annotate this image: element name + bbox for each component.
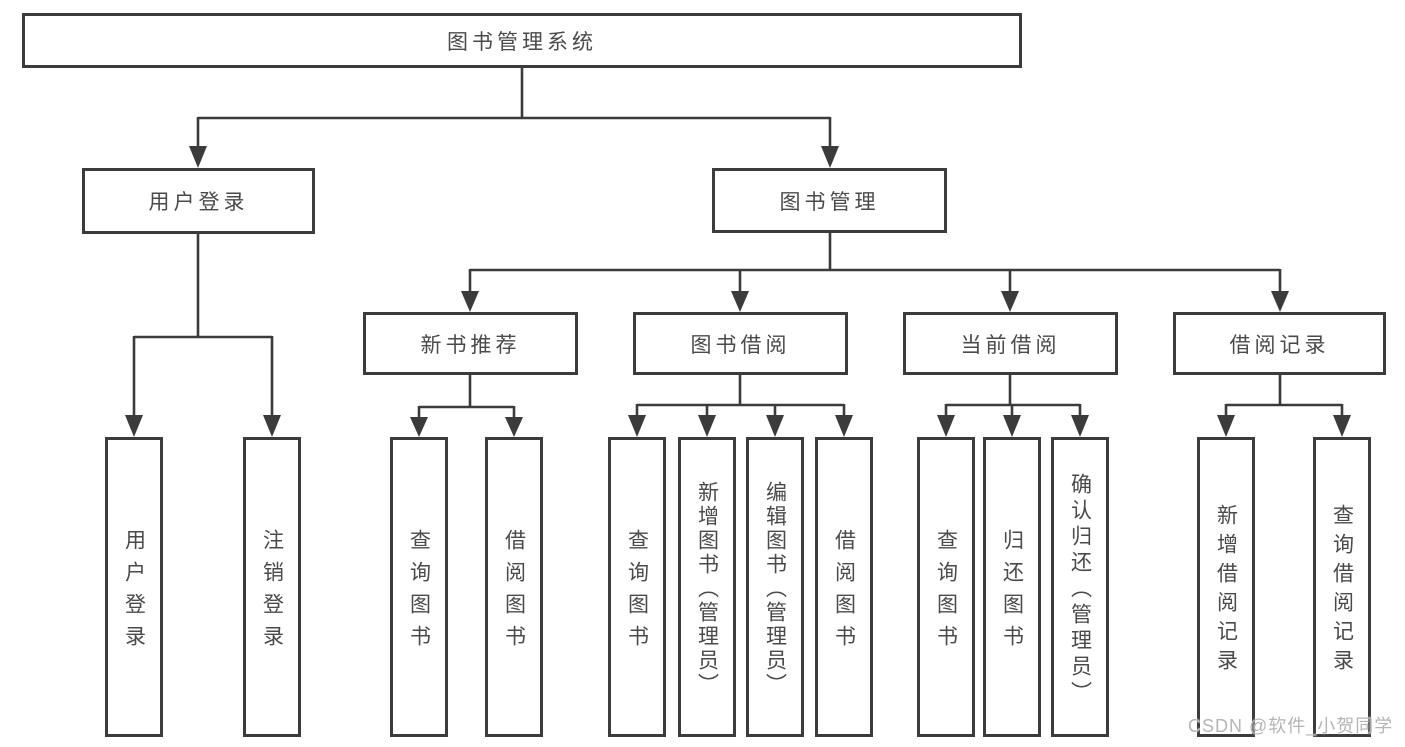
node-book-borrowing: 图书借阅 [633, 312, 848, 375]
leaf-logout: 注销登录 [243, 437, 301, 737]
leaf-query-books: 查询图书 [917, 437, 975, 737]
node-library-system-label: 图书管理系统 [447, 30, 597, 54]
node-user-login-label: 用户登录 [148, 191, 249, 214]
connectors-borrow-records [1217, 375, 1351, 437]
node-new-book-recommendation: 新书推荐 [363, 312, 578, 375]
connectors-user-login [125, 234, 281, 437]
leaf-borrow-books: 借阅图书 [815, 437, 873, 737]
leaf-borrow-books: 借阅图书 [485, 437, 543, 737]
csdn-watermark: CSDN @软件_小贺同学 [1188, 716, 1394, 736]
leaf-return-books-label: 归还图书 [1000, 528, 1024, 657]
connectors-new-book [410, 375, 523, 437]
leaf-add-borrow-record: 新增借阅记录 [1197, 437, 1255, 737]
leaf-add-borrow-record-label: 新增借阅记录 [1214, 504, 1238, 678]
leaf-query-books: 查询图书 [390, 437, 448, 737]
node-new-book-recommendation-label: 新书推荐 [420, 333, 521, 357]
leaf-add-books-admin-label: 新增图书（管理员） [695, 480, 719, 697]
leaf-borrow-books-label: 借阅图书 [832, 528, 856, 657]
node-book-management: 图书管理 [712, 168, 947, 233]
connectors-root [189, 68, 839, 168]
leaf-query-borrow-record: 查询借阅记录 [1313, 437, 1371, 737]
leaf-query-books-label: 查询图书 [625, 528, 649, 657]
node-library-system: 图书管理系统 [22, 13, 1022, 68]
leaf-query-books-label: 查询图书 [934, 528, 958, 657]
leaf-add-books-admin: 新增图书（管理员） [678, 437, 736, 737]
node-book-borrowing-label: 图书借阅 [690, 333, 791, 357]
leaf-query-books-label: 查询图书 [407, 528, 431, 657]
node-user-login: 用户登录 [82, 168, 315, 234]
leaf-borrow-books-label: 借阅图书 [502, 528, 526, 657]
leaf-edit-books-admin-label: 编辑图书（管理员） [763, 480, 787, 697]
leaf-confirm-return-admin-label: 确认归还（管理员） [1068, 472, 1092, 707]
leaf-confirm-return-admin: 确认归还（管理员） [1051, 437, 1109, 737]
leaf-user-login-label: 用户登录 [122, 528, 146, 657]
node-borrowing-records-label: 借阅记录 [1229, 333, 1330, 357]
leaf-return-books: 归还图书 [983, 437, 1041, 737]
connectors-book-borrow [628, 375, 853, 437]
node-book-management-label: 图书管理 [779, 190, 880, 214]
node-current-borrowing-label: 当前借阅 [960, 333, 1061, 357]
leaf-user-login: 用户登录 [105, 437, 163, 737]
connectors-current-borrow [937, 375, 1089, 437]
leaf-edit-books-admin: 编辑图书（管理员） [746, 437, 804, 737]
leaf-logout-label: 注销登录 [260, 528, 284, 657]
node-current-borrowing: 当前借阅 [903, 312, 1118, 375]
leaf-query-books: 查询图书 [608, 437, 666, 737]
node-borrowing-records: 借阅记录 [1173, 312, 1386, 375]
connectors-book-mgmt [461, 233, 1289, 312]
leaf-query-borrow-record-label: 查询借阅记录 [1330, 504, 1354, 678]
